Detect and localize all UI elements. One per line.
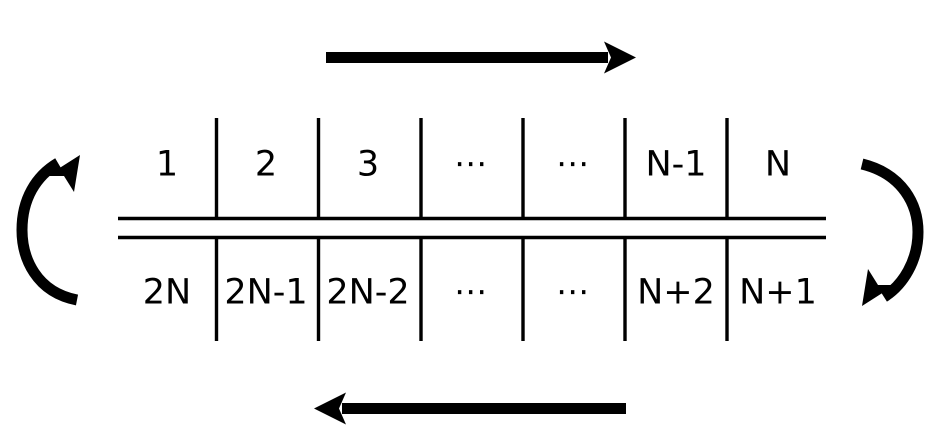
top-cell-2: 2: [254, 144, 278, 185]
bottom-cell-6: N+2: [637, 272, 715, 313]
table-column-dividers-bottom: [214, 236, 729, 341]
right-wrap-arrow: [860, 158, 924, 306]
bottom-cell-5: ⋯: [556, 271, 590, 311]
bottom-cell-1: 2N: [142, 272, 192, 313]
bottom-cell-4: ⋯: [454, 271, 488, 311]
table-column-dividers-top: [214, 118, 729, 220]
bottom-direction-arrow: [314, 392, 626, 425]
top-direction-arrow: [326, 41, 636, 74]
bottom-cell-7: N+1: [739, 272, 817, 313]
bottom-cell-3: 2N-2: [326, 272, 410, 313]
top-cell-7: N: [764, 144, 792, 185]
top-cell-4: ⋯: [454, 143, 488, 183]
table-rules: [118, 216, 826, 240]
top-cell-5: ⋯: [556, 143, 590, 183]
top-cell-6: N-1: [645, 144, 707, 185]
left-wrap-arrow: [16, 155, 80, 306]
top-cell-3: 3: [356, 144, 380, 185]
top-cell-1: 1: [155, 144, 179, 185]
bottom-cell-2: 2N-1: [224, 272, 308, 313]
